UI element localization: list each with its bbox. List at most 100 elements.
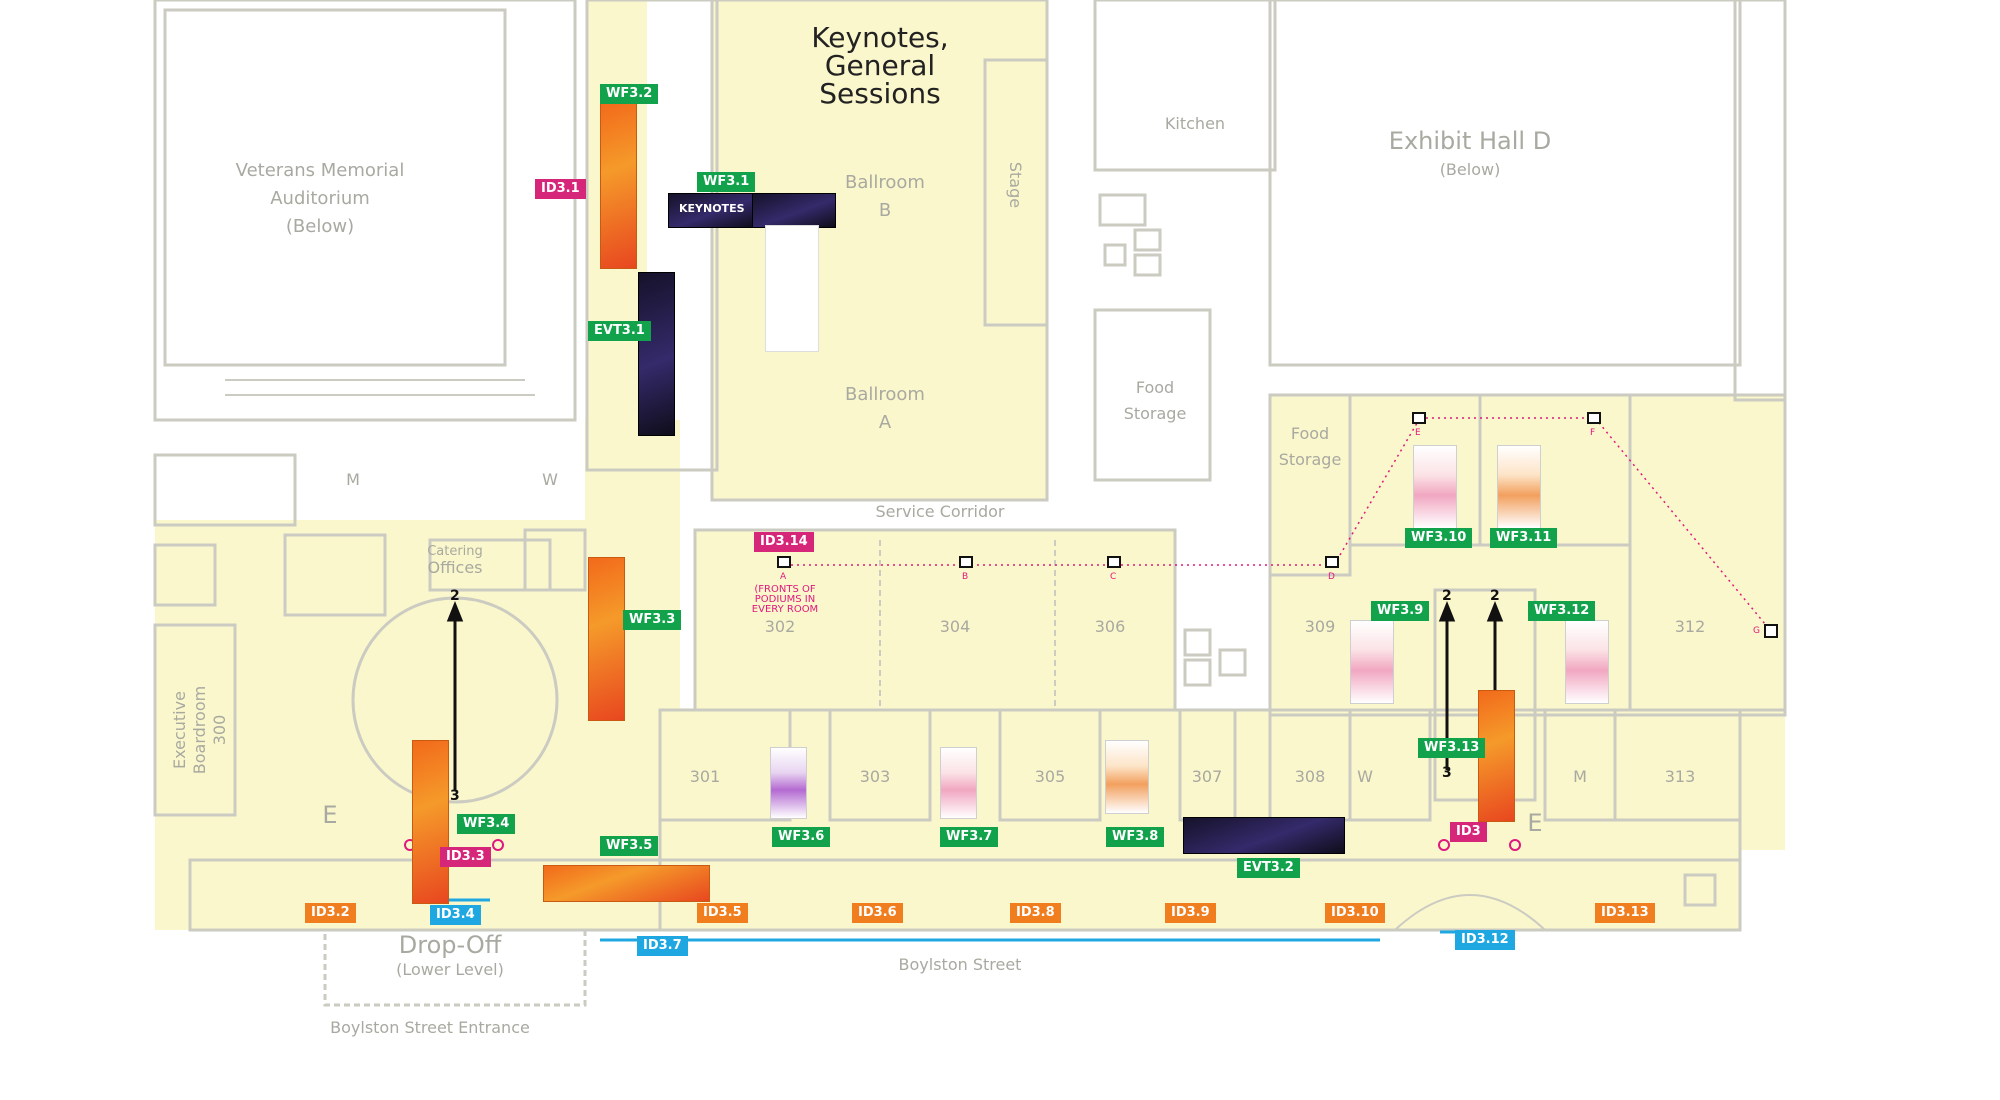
elevator-e-2: E bbox=[1527, 809, 1543, 837]
banner-wf3-10 bbox=[1413, 445, 1457, 529]
restroom-m-1: M bbox=[346, 470, 360, 489]
banner-keynotes-label: KEYNOTES bbox=[679, 202, 745, 215]
banner-evt3-1 bbox=[638, 272, 675, 436]
sign-letter-g: G bbox=[1753, 626, 1760, 636]
keynotes-title-line2: General bbox=[824, 49, 936, 82]
room-exhibit-hall-line2: (Below) bbox=[1439, 160, 1501, 179]
tag-wf3-12[interactable]: WF3.12 bbox=[1528, 601, 1596, 621]
banner-wf3-4 bbox=[412, 740, 449, 904]
escalator-2-top-level: 2 bbox=[1442, 588, 1452, 604]
tag-wf3-13[interactable]: WF3.13 bbox=[1418, 738, 1486, 758]
tag-wf3-6[interactable]: WF3.6 bbox=[772, 827, 831, 847]
tag-id3-9[interactable]: ID3.9 bbox=[1165, 903, 1216, 923]
room-312: 312 bbox=[1674, 617, 1706, 636]
banner-wf3-2 bbox=[600, 102, 637, 269]
escalator-2-bottom-level: 3 bbox=[1442, 765, 1452, 781]
tag-wf3-8[interactable]: WF3.8 bbox=[1106, 827, 1165, 847]
room-313: 313 bbox=[1664, 767, 1696, 786]
tag-id3-10[interactable]: ID3.10 bbox=[1325, 903, 1385, 923]
tag-wf3-4[interactable]: WF3.4 bbox=[457, 814, 516, 834]
room-303: 303 bbox=[859, 767, 891, 786]
room-ballroom-a-line2: A bbox=[878, 412, 892, 433]
banner-keynotes-1: KEYNOTES bbox=[668, 193, 755, 228]
room-stage: Stage bbox=[1006, 161, 1025, 209]
service-corridor: Service Corridor bbox=[875, 502, 1005, 521]
tag-wf3-7[interactable]: WF3.7 bbox=[940, 827, 999, 847]
podium-note-line3: EVERY ROOM bbox=[751, 604, 819, 615]
restroom-w-2: W bbox=[1357, 767, 1373, 786]
tag-wf3-5[interactable]: WF3.5 bbox=[600, 836, 659, 856]
banner-keynotes-2 bbox=[752, 193, 836, 228]
sign-letter-d: D bbox=[1328, 572, 1335, 582]
banner-evt3-2 bbox=[1183, 817, 1345, 854]
keynotes-title-line3: Sessions bbox=[819, 77, 941, 110]
tag-id3-12[interactable]: ID3.12 bbox=[1455, 930, 1515, 950]
tag-wf3-10[interactable]: WF3.10 bbox=[1405, 528, 1473, 548]
executive-boardroom-line3: 300 bbox=[210, 714, 229, 746]
banner-wf3-8 bbox=[1105, 740, 1149, 814]
banner-wf3-9 bbox=[1350, 620, 1394, 704]
room-exhibit-hall-line1: Exhibit Hall D bbox=[1388, 127, 1552, 155]
executive-boardroom-line1: Executive bbox=[170, 691, 189, 769]
room-304: 304 bbox=[939, 617, 971, 636]
banner-wf3-7 bbox=[940, 747, 977, 819]
escalator-1-bottom-level: 3 bbox=[450, 788, 460, 804]
tag-id3-13[interactable]: ID3.13 bbox=[1595, 903, 1655, 923]
keynotes-title-line1: Keynotes, bbox=[811, 21, 949, 54]
tag-id3-4[interactable]: ID3.4 bbox=[430, 905, 481, 925]
tag-id3-5[interactable]: ID3.5 bbox=[697, 903, 748, 923]
room-308: 308 bbox=[1294, 767, 1326, 786]
tag-evt3-2[interactable]: EVT3.2 bbox=[1237, 858, 1300, 878]
tag-id3-6[interactable]: ID3.6 bbox=[852, 903, 903, 923]
room-305: 305 bbox=[1034, 767, 1066, 786]
room-ballroom-b-line1: Ballroom bbox=[845, 172, 925, 193]
banner-wf3-11 bbox=[1497, 445, 1541, 529]
tag-id3-14[interactable]: ID3.14 bbox=[754, 532, 814, 552]
sign-letter-b: B bbox=[962, 572, 969, 582]
boylston-street-entrance: Boylston Street Entrance bbox=[330, 1018, 530, 1037]
tag-wf3-11[interactable]: WF3.11 bbox=[1490, 528, 1558, 548]
tag-wf3-3[interactable]: WF3.3 bbox=[623, 610, 682, 630]
dropoff-line2: (Lower Level) bbox=[396, 960, 504, 979]
room-ballroom-a-line1: Ballroom bbox=[845, 384, 925, 405]
room-food-storage-1-line1: Food bbox=[1135, 378, 1175, 397]
elevator-e-1: E bbox=[322, 801, 338, 829]
room-307: 307 bbox=[1191, 767, 1223, 786]
restroom-m-2: M bbox=[1573, 767, 1587, 786]
boylston-street: Boylston Street bbox=[898, 955, 1022, 974]
room-veterans-line1: Veterans Memorial bbox=[235, 160, 405, 181]
room-309: 309 bbox=[1304, 617, 1336, 636]
room-food-storage-2-line1: Food bbox=[1290, 424, 1330, 443]
room-ballroom-b-line2: B bbox=[878, 200, 892, 221]
tag-wf3-1[interactable]: WF3.1 bbox=[697, 172, 756, 192]
tag-wf3-2[interactable]: WF3.2 bbox=[600, 84, 659, 104]
executive-boardroom-line2: Boardroom bbox=[190, 685, 209, 775]
banner-info-sheet bbox=[765, 225, 819, 352]
tag-id3-8[interactable]: ID3.8 bbox=[1010, 903, 1061, 923]
banner-wf3-3 bbox=[588, 557, 625, 721]
tag-id3-partial[interactable]: ID3 bbox=[1450, 822, 1487, 842]
podium-note-line2: PODIUMS IN bbox=[754, 594, 816, 605]
catering-offices-line1: Catering bbox=[427, 544, 483, 559]
banner-wf3-6 bbox=[770, 747, 807, 819]
room-veterans-line2: Auditorium bbox=[270, 188, 370, 209]
tag-wf3-9[interactable]: WF3.9 bbox=[1371, 601, 1430, 621]
room-306: 306 bbox=[1094, 617, 1126, 636]
banner-wf3-5 bbox=[543, 865, 710, 902]
sign-letter-f: F bbox=[1590, 428, 1596, 438]
sign-letter-e: E bbox=[1415, 428, 1421, 438]
podium-note-line1: (FRONTS OF bbox=[754, 584, 816, 595]
escalator-1-top-level: 2 bbox=[450, 588, 460, 604]
tag-id3-1[interactable]: ID3.1 bbox=[535, 179, 586, 199]
room-301: 301 bbox=[689, 767, 721, 786]
tag-id3-2[interactable]: ID3.2 bbox=[305, 903, 356, 923]
tag-id3-7[interactable]: ID3.7 bbox=[637, 936, 688, 956]
room-kitchen: Kitchen bbox=[1164, 114, 1226, 133]
tag-evt3-1[interactable]: EVT3.1 bbox=[588, 321, 651, 341]
restroom-w-1: W bbox=[542, 470, 558, 489]
sign-letter-a: A bbox=[780, 572, 787, 582]
tag-id3-3[interactable]: ID3.3 bbox=[440, 847, 491, 867]
banner-wf3-12 bbox=[1565, 620, 1609, 704]
sign-letter-c: C bbox=[1110, 572, 1117, 582]
dropoff-line1: Drop-Off bbox=[398, 931, 502, 959]
